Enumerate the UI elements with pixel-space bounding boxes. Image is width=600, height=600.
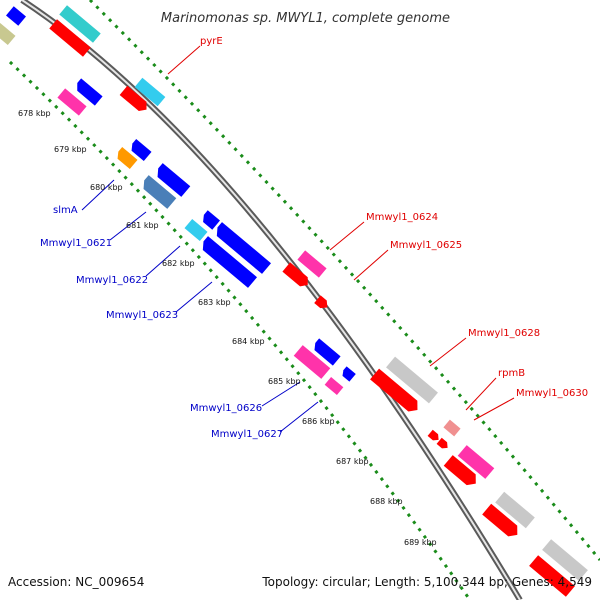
gene-cyan-pyrE [134,77,166,107]
gene-label-Mmwyl1_0624: Mmwyl1_0624 [366,212,438,223]
gene-blue-0626-small [342,366,356,382]
gene-red-pyrE [119,85,147,112]
gene-label-Mmwyl1_0621: Mmwyl1_0621 [40,238,112,249]
gene-red-bottom [482,503,518,537]
gene-blue-0622 [203,210,220,230]
gene-gray-bottom [495,491,535,529]
gene-red-rpmB-a [427,429,439,441]
gene-gray-bottom-2 [542,539,588,581]
kbp-label: 679 kbp [54,145,87,154]
kbp-label: 685 kbp [268,377,301,386]
gene-magenta-0630 [457,445,495,479]
gene-olive-top [0,22,16,46]
gene-blue-0623-b [202,236,258,288]
gene-label-Mmwyl1_0622: Mmwyl1_0622 [76,275,148,286]
gene-red-0628 [370,368,418,412]
gene-blue-679 [131,138,152,162]
forward-strand-genes [49,5,588,597]
leader-lines [81,45,515,433]
gene-magenta-0624 [297,250,327,278]
gene-red-0630 [443,455,476,486]
gene-cyan-0622 [184,218,208,242]
gene-label-Mmwyl1_0626: Mmwyl1_0626 [190,403,262,414]
gene-red-0624 [282,262,308,287]
gene-pink-rpmB [443,419,461,437]
gene-magenta-678 [57,88,87,116]
gene-blue-678 [77,78,103,106]
gene-magenta-0627 [324,377,344,395]
kbp-scale: 678 kbp 679 kbp 680 kbp 681 kbp 682 kbp … [18,109,437,547]
gene-label-rpmB: rpmB [498,368,525,379]
map-title: Marinomonas sp. MWYL1, complete genome [161,11,450,26]
accession-text: Accession: NC_009654 [8,575,144,589]
kbp-label: 687 kbp [336,457,369,466]
gene-blue-0621 [157,163,191,197]
kbp-label: 683 kbp [198,298,231,307]
gene-gray-0628 [386,356,438,404]
gene-red-rpmB-b [436,437,448,449]
genome-backbone [20,0,523,600]
gene-teal-top [59,5,101,43]
gene-blue-0623-a [216,222,272,274]
topology-text: Topology: circular; Length: 5,100,344 bp… [261,575,592,589]
inner-dotted-ring [8,60,472,600]
kbp-label: 688 kbp [370,497,403,506]
kbp-label: 686 kbp [302,417,335,426]
kbp-label: 678 kbp [18,109,51,118]
kbp-label: 682 kbp [162,259,195,268]
reverse-strand-genes [0,6,356,395]
gene-red-0625 [314,295,328,309]
gene-label-Mmwyl1_0630: Mmwyl1_0630 [516,388,588,399]
forward-gene-labels: pyrE Mmwyl1_0624 Mmwyl1_0625 Mmwyl1_0628… [200,36,588,399]
gene-label-Mmwyl1_0623: Mmwyl1_0623 [106,310,178,321]
gene-label-pyrE: pyrE [200,36,223,47]
reverse-gene-labels: slmA Mmwyl1_0621 Mmwyl1_0622 Mmwyl1_0623… [40,205,283,440]
gene-blue-0626 [314,338,341,366]
gene-label-slmA: slmA [53,205,78,216]
gene-magenta-0626 [293,345,331,379]
gene-steel-0621 [143,175,177,209]
genome-backbone-highlight [21,0,521,600]
kbp-label: 689 kbp [404,538,437,547]
kbp-label: 681 kbp [126,221,159,230]
kbp-label: 680 kbp [90,183,123,192]
outer-dotted-ring [88,0,600,561]
gene-label-Mmwyl1_0628: Mmwyl1_0628 [468,328,540,339]
gene-orange-slmA [117,146,138,170]
kbp-label: 684 kbp [232,337,265,346]
gene-label-Mmwyl1_0625: Mmwyl1_0625 [390,240,462,251]
gene-label-Mmwyl1_0627: Mmwyl1_0627 [211,429,283,440]
gene-blue-top-left [6,6,26,26]
gene-red-bottom-2 [529,555,575,597]
gene-red-top [49,19,91,57]
